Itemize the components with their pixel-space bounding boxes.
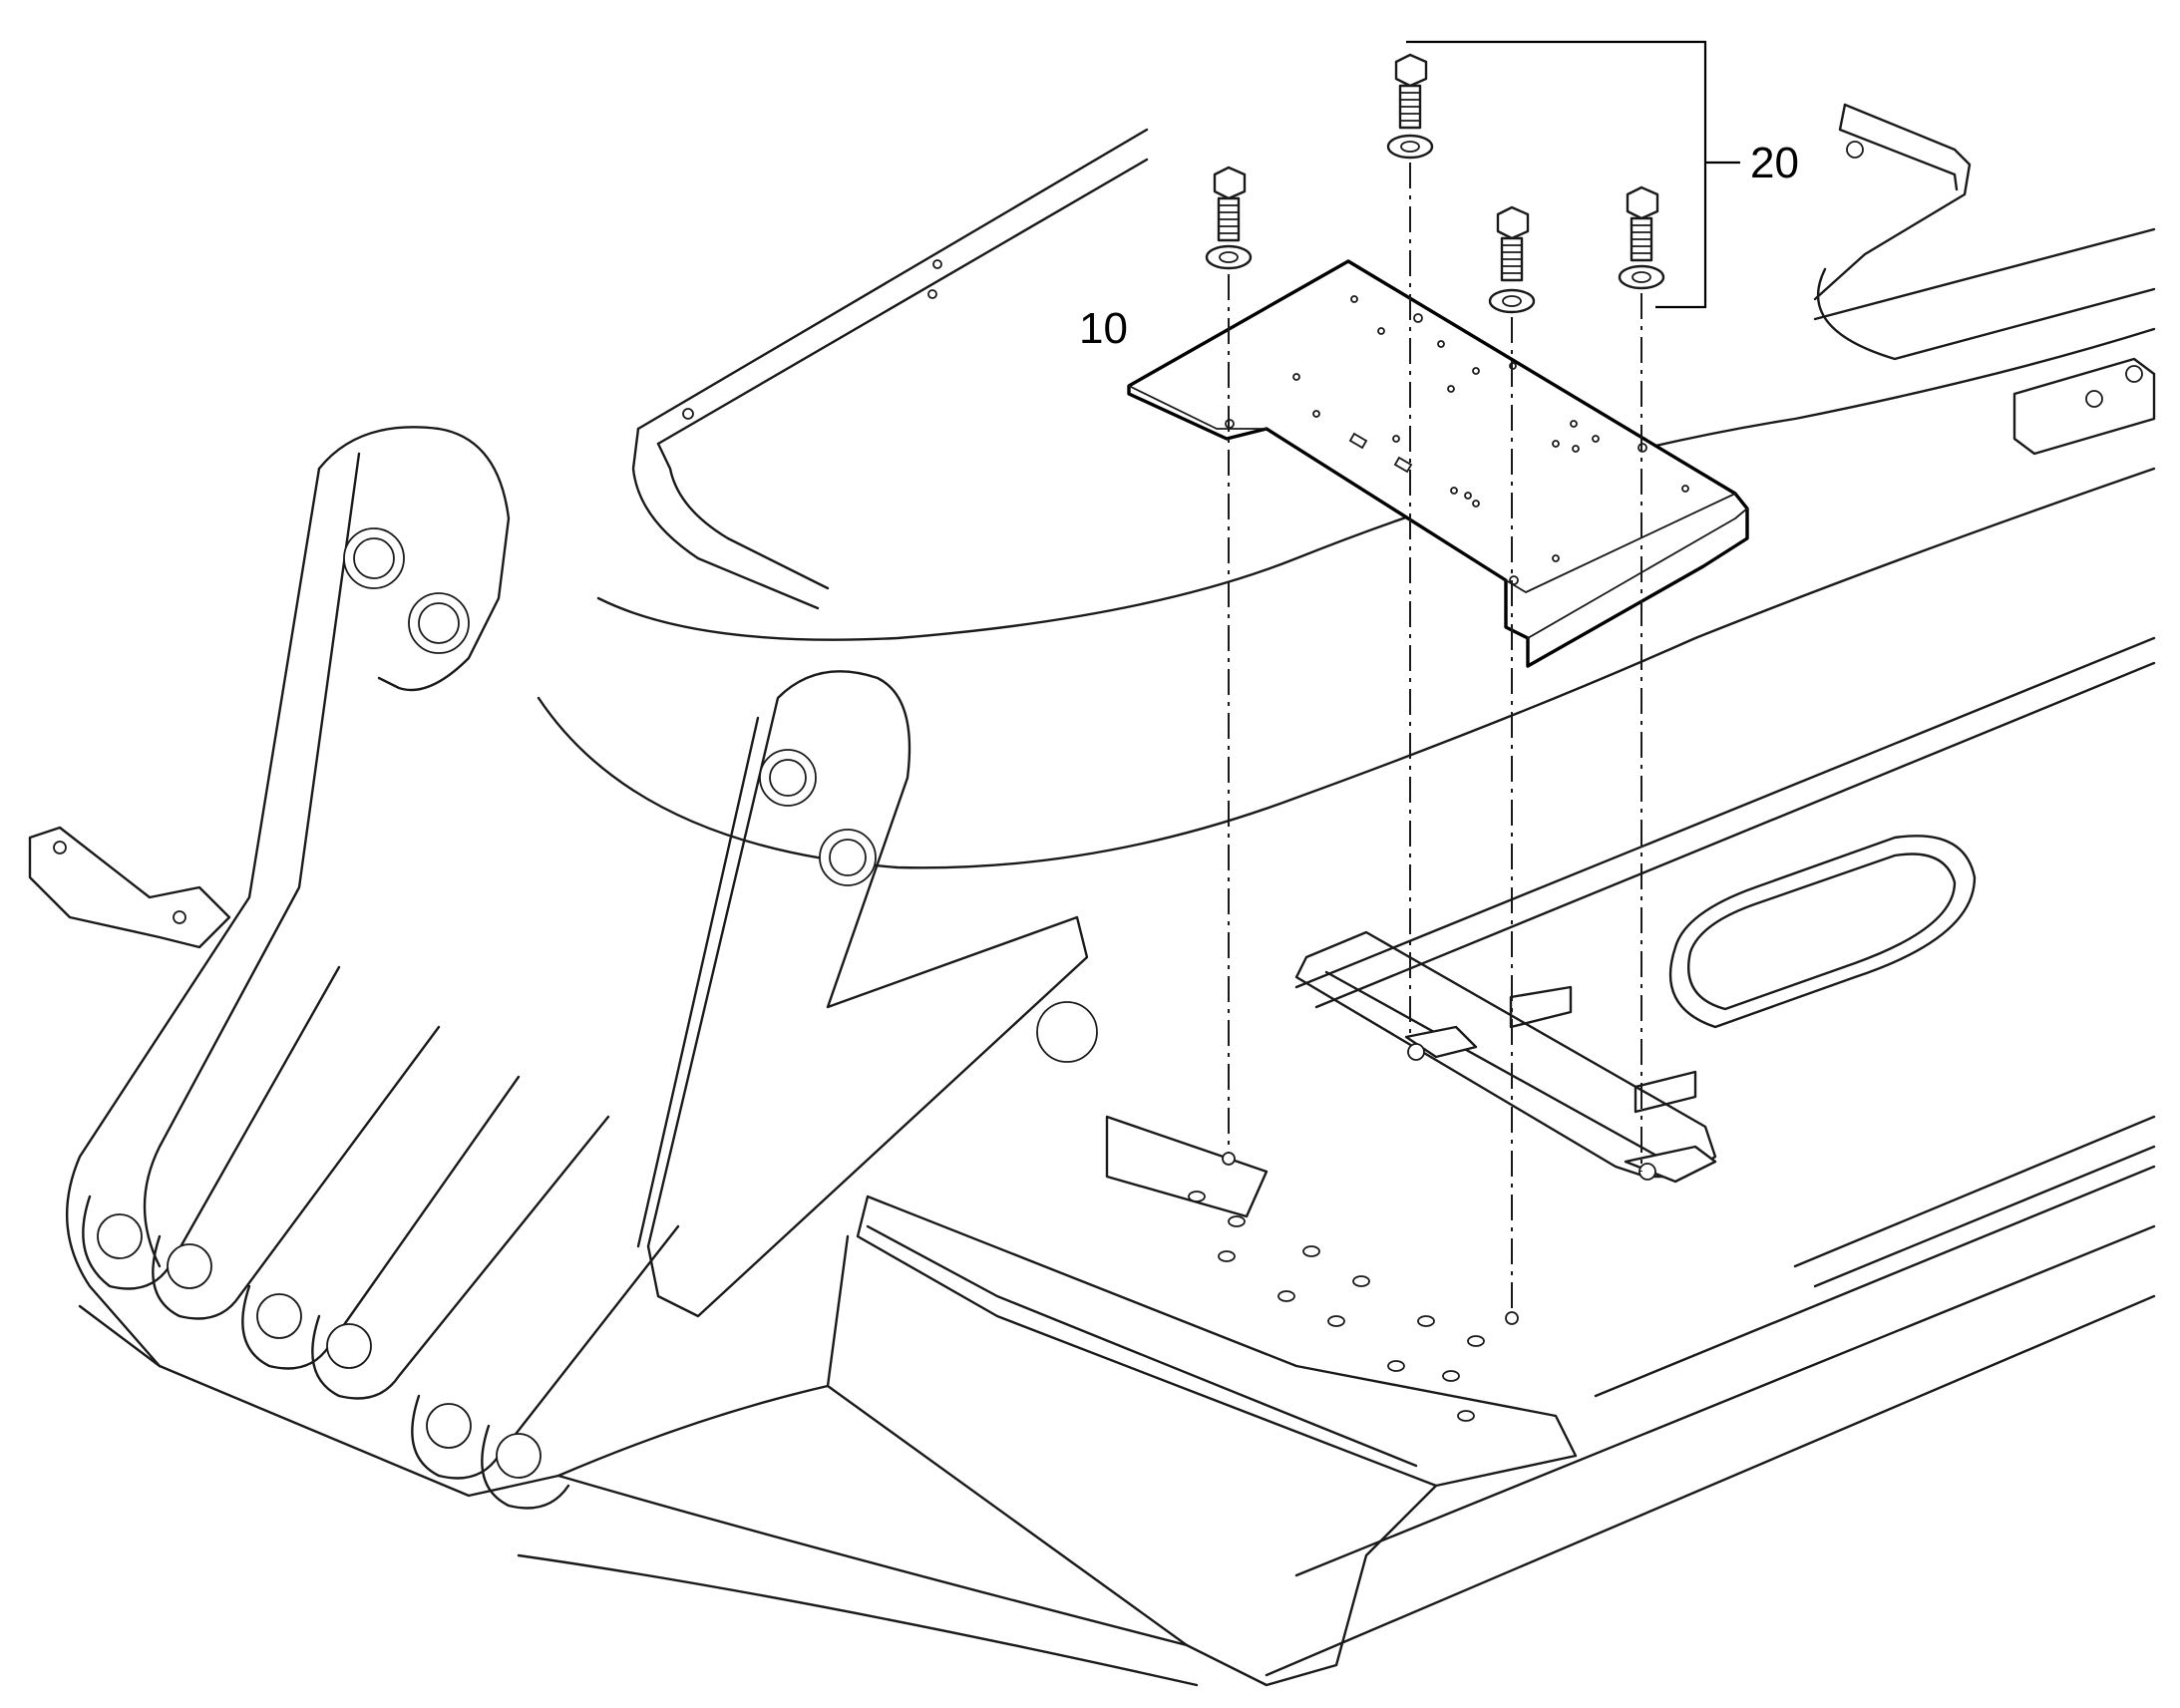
- callout-20-bracket: [1406, 40, 1740, 309]
- bolt-3: [1496, 205, 1530, 282]
- callouts: 10 20: [1079, 40, 1799, 353]
- bolt-2: [1394, 53, 1428, 130]
- main-frame: [78, 103, 2156, 1687]
- bolt-1: [1213, 166, 1247, 242]
- callout-20: 20: [1750, 139, 1799, 187]
- part-10-mounting-plate: [1127, 259, 1749, 668]
- callout-10: 10: [1079, 304, 1128, 353]
- assembly-centerlines: [1222, 163, 1642, 1325]
- boom-mount-bracket: [28, 426, 1098, 1510]
- part-20-bolts-washers: [1205, 53, 1665, 314]
- bolt-4: [1626, 185, 1659, 262]
- floor-plate-holes: [1188, 1191, 1485, 1422]
- plate-holes: [1225, 295, 1689, 585]
